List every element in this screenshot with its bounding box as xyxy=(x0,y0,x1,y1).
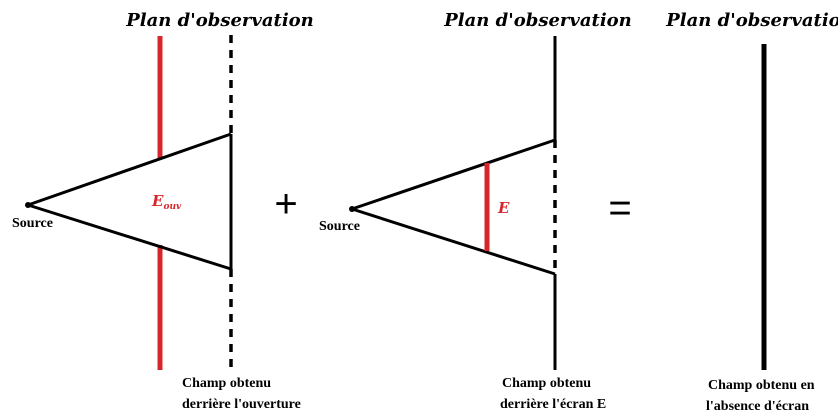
aperture-label: Eouv xyxy=(151,192,182,212)
panel-2-cone-lower xyxy=(351,207,556,276)
plus-sign: + xyxy=(274,182,297,226)
panel-1-plane-title: Plan d'observation xyxy=(125,10,314,31)
panel-2-caption-line-2: derrière l'écran E xyxy=(500,397,606,412)
panel-1-caption-line-1: Champ obtenu xyxy=(182,376,271,391)
panel-2-plane-title: Plan d'observation xyxy=(443,10,632,31)
panel-no-screen: Plan d'observation Champ obtenu en l'abs… xyxy=(665,10,838,414)
panel-1-cone-upper xyxy=(27,132,232,207)
panel-1-caption-line-2: derrière l'ouverture xyxy=(182,397,301,412)
screen-e-label: E xyxy=(497,199,510,217)
panel-aperture: Plan d'observation Source Eouv Champ obt… xyxy=(12,10,314,412)
panel-2-caption-line-1: Champ obtenu xyxy=(502,376,591,391)
panel-3-plane-title: Plan d'observation xyxy=(665,10,838,31)
panel-2-source-point xyxy=(349,206,355,212)
panel-screen: Plan d'observation Source E Champ obtenu… xyxy=(319,10,632,412)
equals-sign: = xyxy=(608,186,631,230)
panel-1-source-point xyxy=(25,202,31,208)
panel-2-cone-upper xyxy=(351,138,556,211)
panel-3-caption-line-2: l'absence d'écran xyxy=(706,399,809,414)
panel-1-cone-lower xyxy=(27,203,232,271)
panel-2-source-label: Source xyxy=(319,219,360,234)
panel-1-source-label: Source xyxy=(12,216,53,231)
panel-3-caption-line-1: Champ obtenu en xyxy=(708,378,815,393)
